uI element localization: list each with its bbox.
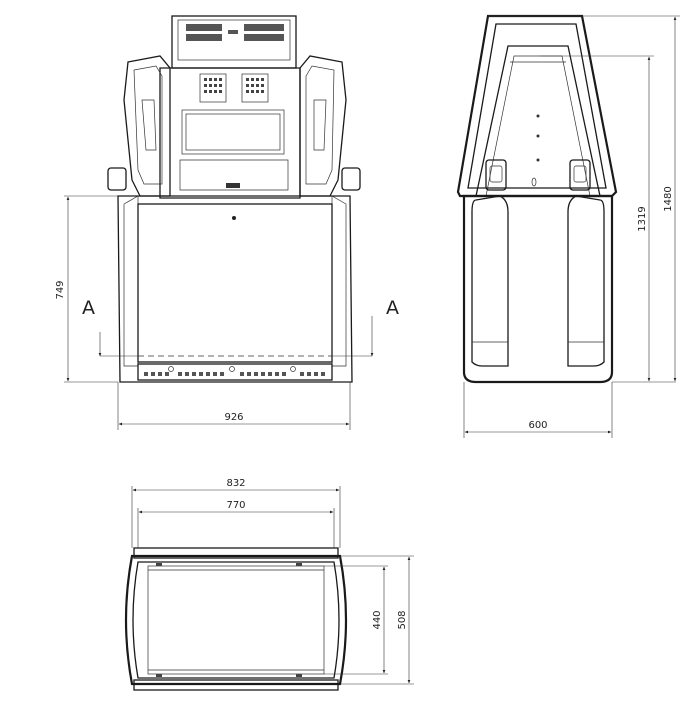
dim-top-inner-depth: 440 bbox=[324, 565, 388, 675]
dim-side-total-height-label: 1480 bbox=[663, 186, 674, 211]
left-handle bbox=[107, 167, 127, 191]
right-keypad bbox=[241, 73, 269, 103]
front-view: A A 749 926 bbox=[55, 15, 399, 430]
section-marker-left: A bbox=[82, 297, 138, 357]
dim-front-height-label: 749 bbox=[55, 280, 66, 299]
header-display-panel bbox=[186, 24, 284, 41]
dim-top-outer-width: 832 bbox=[131, 478, 341, 548]
dim-top-inner-width-label: 770 bbox=[226, 500, 245, 511]
dim-side-inner-height: 1319 bbox=[540, 55, 676, 383]
left-keypad bbox=[199, 73, 227, 103]
dim-front-height: 749 bbox=[55, 195, 118, 383]
front-right-arm bbox=[299, 55, 347, 197]
front-lower-cabinet bbox=[117, 195, 353, 383]
front-left-arm bbox=[123, 55, 171, 197]
top-view: 832 770 440 508 bbox=[124, 478, 414, 691]
dim-top-inner-depth-label: 440 bbox=[372, 610, 383, 629]
dim-top-outer-depth: 508 bbox=[340, 555, 414, 685]
front-door-panel bbox=[137, 203, 333, 363]
dim-front-width: 926 bbox=[117, 382, 351, 430]
side-view: 600 1319 1480 bbox=[456, 14, 680, 438]
dim-top-outer-width-label: 832 bbox=[226, 478, 245, 489]
section-marker-right: A bbox=[332, 297, 399, 357]
side-left-handle bbox=[485, 159, 507, 191]
top-outer-body bbox=[124, 554, 348, 686]
dim-front-width-label: 926 bbox=[224, 412, 243, 423]
dim-side-width: 600 bbox=[463, 382, 613, 438]
dim-side-width-label: 600 bbox=[528, 420, 547, 431]
dim-side-inner-height-label: 1319 bbox=[637, 206, 648, 231]
side-lower-body bbox=[462, 194, 614, 384]
side-right-handle bbox=[569, 159, 591, 191]
dim-top-outer-depth-label: 508 bbox=[397, 610, 408, 629]
section-label-right: A bbox=[386, 297, 399, 319]
front-base-grille bbox=[137, 363, 333, 381]
section-label-left: A bbox=[82, 297, 95, 319]
front-screen bbox=[181, 109, 285, 155]
top-front-rail bbox=[133, 547, 339, 559]
top-inner-area bbox=[147, 565, 325, 675]
dim-side-total-height: 1480 bbox=[582, 15, 680, 382]
front-upper-body bbox=[159, 67, 301, 199]
dim-top-inner-width: 770 bbox=[137, 500, 335, 548]
right-handle bbox=[341, 167, 361, 191]
